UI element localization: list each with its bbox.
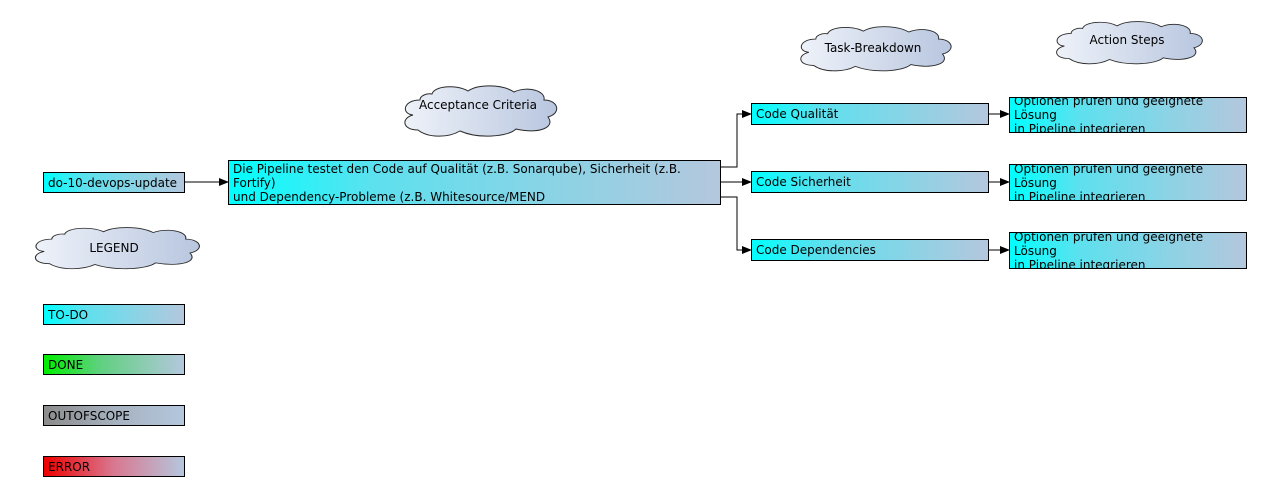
task-label: Code Sicherheit bbox=[756, 175, 851, 189]
legend-outofscope-label: OUTOFSCOPE bbox=[48, 408, 130, 423]
task-code-sicherheit[interactable]: Code Sicherheit bbox=[751, 171, 989, 193]
legend-todo: TO-DO bbox=[43, 304, 185, 325]
root-node[interactable]: do-10-devops-update bbox=[43, 172, 185, 193]
acceptance-criteria-heading: Acceptance Criteria bbox=[418, 98, 537, 112]
action-step-code-sicherheit[interactable]: Optionen prüfen und geeignete Lösung in … bbox=[1009, 164, 1247, 201]
legend-error: ERROR bbox=[43, 456, 185, 477]
action-step-label: Optionen prüfen und geeignete Lösung in … bbox=[1014, 232, 1204, 269]
legend-error-label: ERROR bbox=[48, 459, 91, 474]
legend-heading: LEGEND bbox=[89, 241, 139, 255]
action-step-code-qualitaet[interactable]: Optionen prüfen und geeignete Lösung in … bbox=[1009, 97, 1247, 133]
edge-acceptance-to-code-qualitaet bbox=[721, 110, 752, 168]
acceptance-criteria-label: Die Pipeline testet den Code auf Qualitä… bbox=[233, 161, 681, 204]
edge-acceptance-to-code-dependencies bbox=[721, 196, 752, 254]
acceptance-criteria-node[interactable]: Die Pipeline testet den Code auf Qualitä… bbox=[228, 160, 721, 205]
task-label: Code Dependencies bbox=[756, 243, 876, 257]
action-step-label: Optionen prüfen und geeignete Lösung in … bbox=[1014, 164, 1204, 201]
legend-todo-label: TO-DO bbox=[48, 307, 89, 322]
action-step-code-dependencies[interactable]: Optionen prüfen und geeignete Lösung in … bbox=[1009, 232, 1247, 269]
action-steps-heading: Action Steps bbox=[1089, 33, 1165, 47]
legend-outofscope: OUTOFSCOPE bbox=[43, 405, 185, 426]
task-code-qualitaet[interactable]: Code Qualität bbox=[751, 103, 989, 125]
legend-done: DONE bbox=[43, 354, 185, 375]
legend-done-label: DONE bbox=[48, 357, 84, 372]
task-code-dependencies[interactable]: Code Dependencies bbox=[751, 239, 989, 261]
task-breakdown-heading: Task-Breakdown bbox=[824, 41, 922, 55]
root-node-label: do-10-devops-update bbox=[48, 175, 178, 190]
action-step-label: Optionen prüfen und geeignete Lösung in … bbox=[1014, 97, 1204, 133]
task-label: Code Qualität bbox=[756, 107, 839, 121]
